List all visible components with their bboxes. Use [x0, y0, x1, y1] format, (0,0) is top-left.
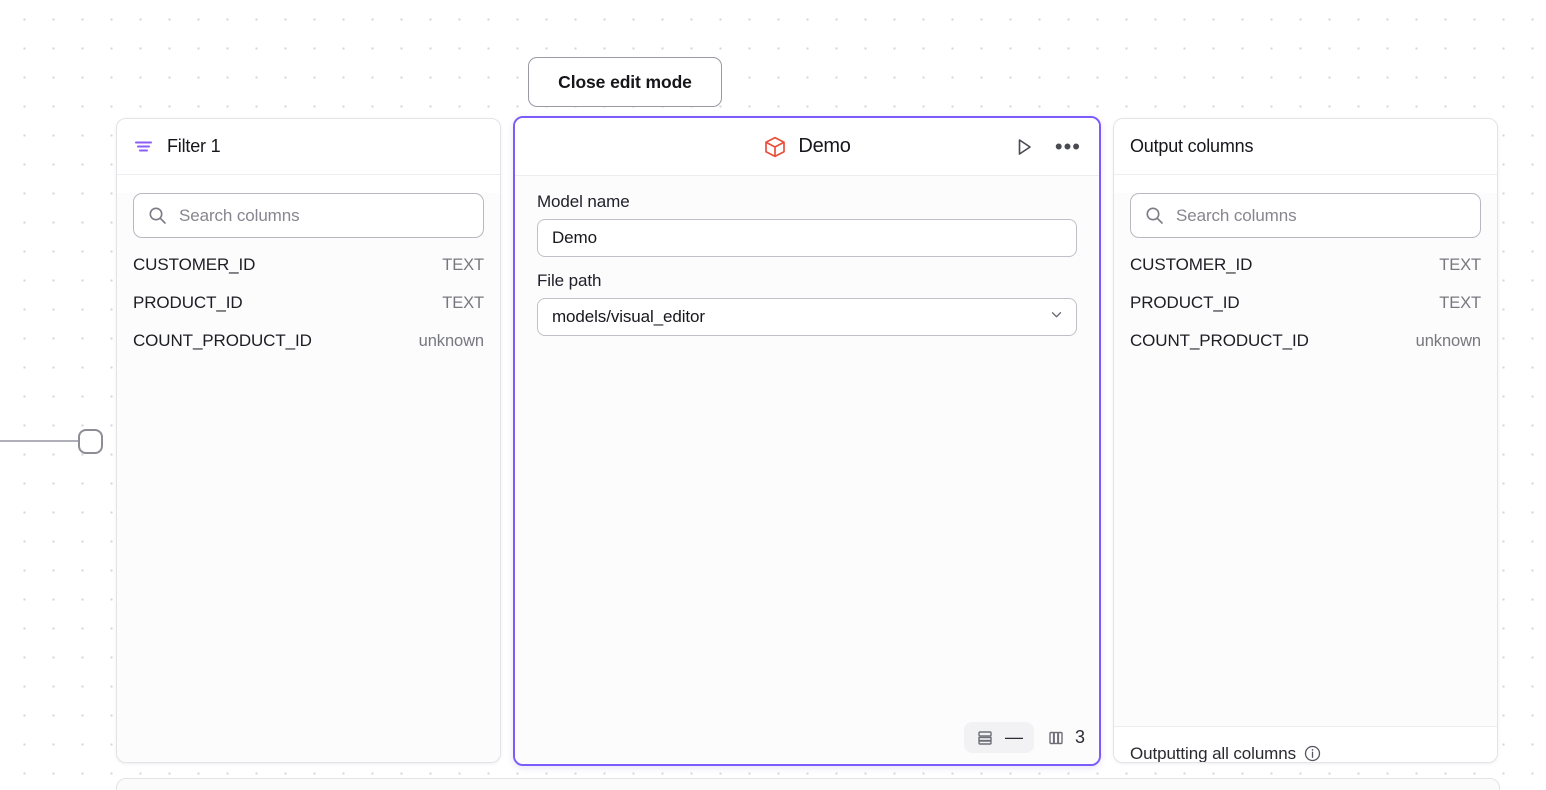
- table-row[interactable]: CUSTOMER_ID TEXT: [1128, 254, 1483, 292]
- cube-icon: [763, 135, 787, 159]
- column-name: PRODUCT_ID: [133, 293, 243, 312]
- column-type: unknown: [1415, 332, 1481, 350]
- row-count-group[interactable]: —: [963, 722, 1034, 753]
- output-columns-panel[interactable]: Output columns CUSTOMER_ID TEXT PRODU: [1113, 118, 1498, 763]
- column-count-value: 3: [1074, 727, 1085, 747]
- close-edit-mode-button[interactable]: Close edit mode: [528, 57, 722, 107]
- output-search-box[interactable]: [1130, 193, 1481, 238]
- filter-panel[interactable]: Filter 1 CUSTOMER_ID TEXT PRODUCT_ID: [116, 118, 501, 763]
- filter-search-box[interactable]: [133, 193, 484, 238]
- outputting-status-text: Outputting all columns: [1130, 743, 1296, 763]
- more-dots: •••: [1054, 133, 1081, 159]
- column-name: COUNT_PRODUCT_ID: [133, 331, 312, 350]
- model-header-actions: •••: [1011, 134, 1083, 160]
- output-panel-header: Output columns: [1114, 119, 1497, 175]
- output-panel-body: CUSTOMER_ID TEXT PRODUCT_ID TEXT COUNT_P…: [1114, 193, 1497, 763]
- file-path-select[interactable]: models/visual_editor: [537, 298, 1077, 336]
- column-type: unknown: [418, 332, 484, 350]
- bottom-partial-panel[interactable]: [116, 778, 1500, 790]
- filter-search-input[interactable]: [179, 205, 469, 226]
- output-column-list: CUSTOMER_ID TEXT PRODUCT_ID TEXT COUNT_P…: [1114, 254, 1497, 368]
- filter-panel-title: Filter 1: [167, 136, 221, 156]
- model-panel[interactable]: Demo ••• Model name File path: [513, 116, 1101, 766]
- output-panel-footer: Outputting all columns: [1114, 726, 1497, 763]
- model-title-group: Demo: [763, 135, 851, 159]
- row-count-value: —: [1004, 727, 1023, 747]
- model-panel-body: Model name File path models/visual_edito…: [515, 176, 1099, 764]
- model-footer-toolbar: — 3: [963, 722, 1085, 753]
- connection-edge: [0, 440, 82, 442]
- more-options-icon[interactable]: •••: [1053, 133, 1083, 159]
- column-type: TEXT: [442, 294, 484, 312]
- column-count-group[interactable]: 3: [1046, 727, 1085, 748]
- output-panel-title: Output columns: [1130, 136, 1254, 156]
- table-row[interactable]: CUSTOMER_ID TEXT: [131, 254, 486, 292]
- search-icon: [1145, 206, 1164, 225]
- column-name: PRODUCT_ID: [1130, 293, 1240, 312]
- column-name: CUSTOMER_ID: [133, 255, 256, 274]
- file-path-label: File path: [537, 271, 602, 290]
- file-path-select-wrap: models/visual_editor: [537, 298, 1077, 336]
- filter-icon: [133, 136, 154, 157]
- info-icon[interactable]: [1303, 744, 1322, 762]
- model-form: Model name File path models/visual_edito…: [515, 176, 1099, 336]
- column-name: COUNT_PRODUCT_ID: [1130, 331, 1309, 350]
- table-row[interactable]: PRODUCT_ID TEXT: [1128, 292, 1483, 330]
- column-type: TEXT: [1439, 256, 1481, 274]
- run-icon[interactable]: [1011, 134, 1037, 160]
- model-panel-title: Demo: [798, 135, 851, 157]
- model-panel-header: Demo •••: [515, 118, 1099, 176]
- table-row[interactable]: COUNT_PRODUCT_ID unknown: [1128, 330, 1483, 368]
- search-icon: [148, 206, 167, 225]
- model-name-input[interactable]: [537, 219, 1077, 257]
- node-connection-handle[interactable]: [78, 429, 103, 454]
- column-type: TEXT: [1439, 294, 1481, 312]
- filter-column-list: CUSTOMER_ID TEXT PRODUCT_ID TEXT COUNT_P…: [117, 254, 500, 368]
- output-search-input[interactable]: [1176, 205, 1466, 226]
- table-row[interactable]: PRODUCT_ID TEXT: [131, 292, 486, 330]
- filter-panel-body: CUSTOMER_ID TEXT PRODUCT_ID TEXT COUNT_P…: [117, 193, 500, 762]
- filter-panel-header: Filter 1: [117, 119, 500, 175]
- file-path-value: models/visual_editor: [552, 307, 705, 326]
- columns-icon: [1046, 728, 1066, 748]
- column-name: CUSTOMER_ID: [1130, 255, 1253, 274]
- table-row[interactable]: COUNT_PRODUCT_ID unknown: [131, 330, 486, 368]
- rows-icon: [975, 728, 995, 748]
- column-type: TEXT: [442, 256, 484, 274]
- model-name-label: Model name: [537, 192, 630, 211]
